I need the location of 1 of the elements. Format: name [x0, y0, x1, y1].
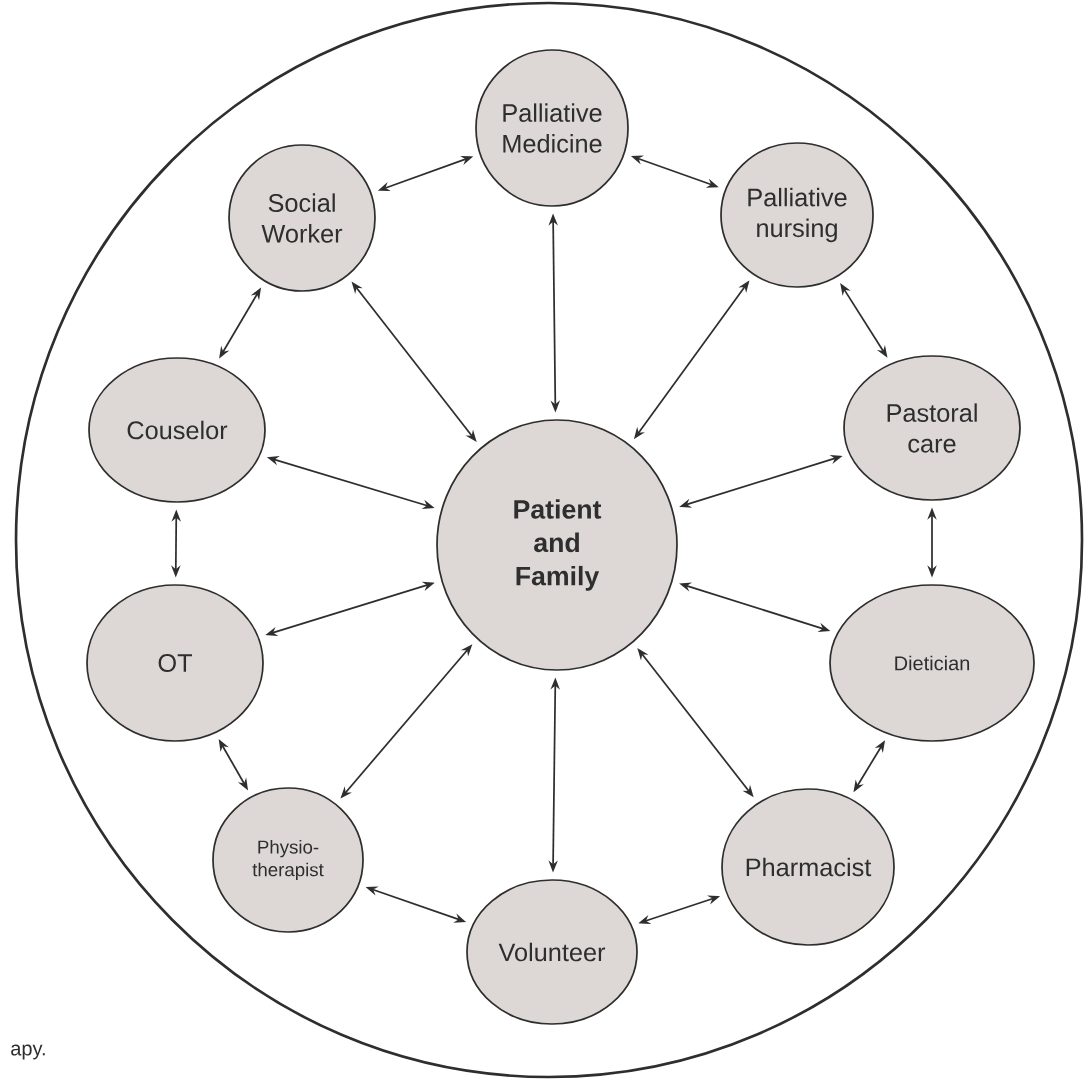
text-fragment: apy. — [11, 1044, 45, 1060]
